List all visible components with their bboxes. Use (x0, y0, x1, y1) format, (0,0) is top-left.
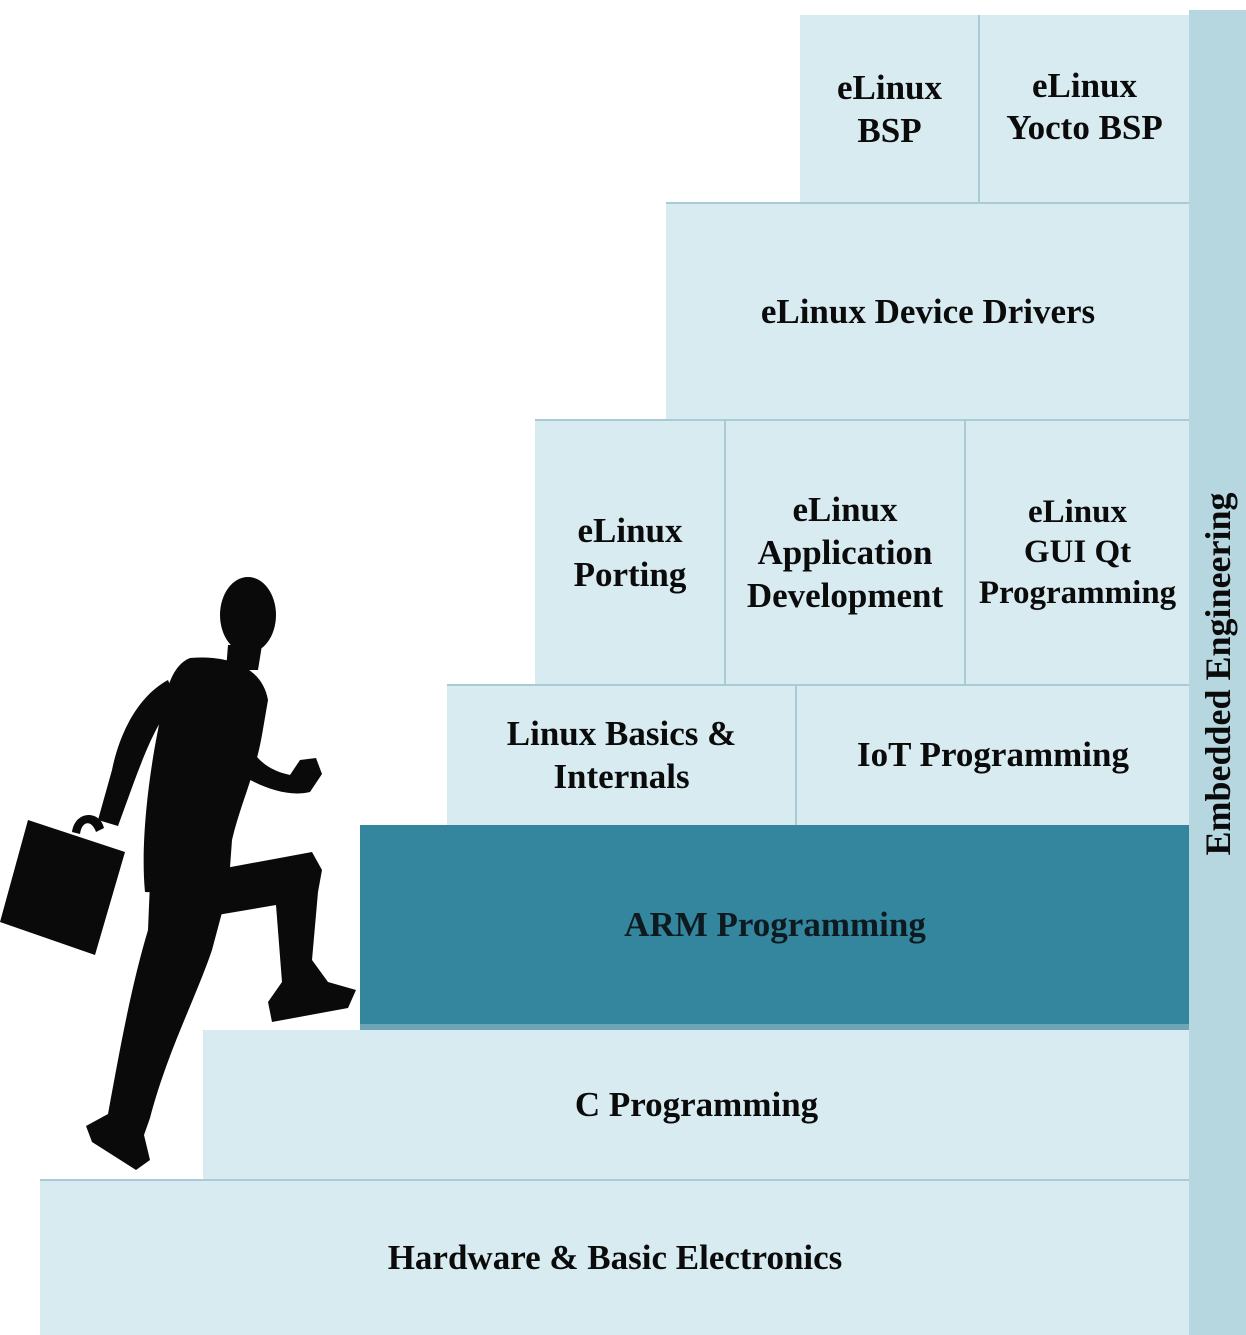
step-c-programming-label: C Programming (574, 1085, 819, 1125)
step-hardware-label: Hardware & Basic Electronics (387, 1237, 843, 1277)
step-arm-programming-label: ARM Programming (624, 904, 926, 944)
side-bar (1189, 10, 1246, 1335)
step-elinux-app-dev: eLinux Application Development (725, 420, 965, 685)
step-elinux-device-drivers: eLinux Device Drivers (666, 203, 1190, 420)
step-elinux-bsp: eLinux BSP (800, 15, 979, 203)
step-iot-programming: IoT Programming (796, 685, 1190, 825)
step-elinux-yocto-bsp: eLinux Yocto BSP (979, 15, 1190, 203)
cell-divider (795, 685, 797, 825)
businessman-climbing-icon (0, 577, 356, 1170)
step-elinux-porting-label: eLinux Porting (573, 511, 687, 594)
step-linux-basics-label: Linux Basics & Internals (506, 713, 737, 796)
row-divider (666, 202, 1190, 204)
row-divider (535, 419, 1190, 421)
step-arm-programming: ARM Programming (360, 825, 1190, 1030)
step-elinux-gui-qt: eLinux GUI Qt Programming (965, 420, 1190, 685)
cell-divider (724, 420, 726, 685)
step-elinux-yocto-bsp-label: eLinux Yocto BSP (1006, 66, 1163, 147)
step-linux-basics: Linux Basics & Internals (447, 685, 796, 825)
step-elinux-app-dev-label: eLinux Application Development (746, 489, 944, 616)
side-label: Embedded Engineering (1198, 492, 1238, 856)
step-c-programming: C Programming (203, 1030, 1190, 1180)
step-hardware: Hardware & Basic Electronics (40, 1180, 1190, 1335)
step-elinux-device-drivers-label: eLinux Device Drivers (760, 291, 1096, 331)
cell-divider (978, 15, 980, 203)
step-iot-programming-label: IoT Programming (857, 735, 1129, 775)
step-elinux-porting: eLinux Porting (535, 420, 725, 685)
step-elinux-gui-qt-label: eLinux GUI Qt Programming (978, 493, 1177, 611)
row-divider (40, 1179, 1190, 1181)
step-elinux-bsp-label: eLinux BSP (836, 67, 943, 150)
cell-divider (964, 420, 966, 685)
row-divider (447, 684, 1190, 686)
